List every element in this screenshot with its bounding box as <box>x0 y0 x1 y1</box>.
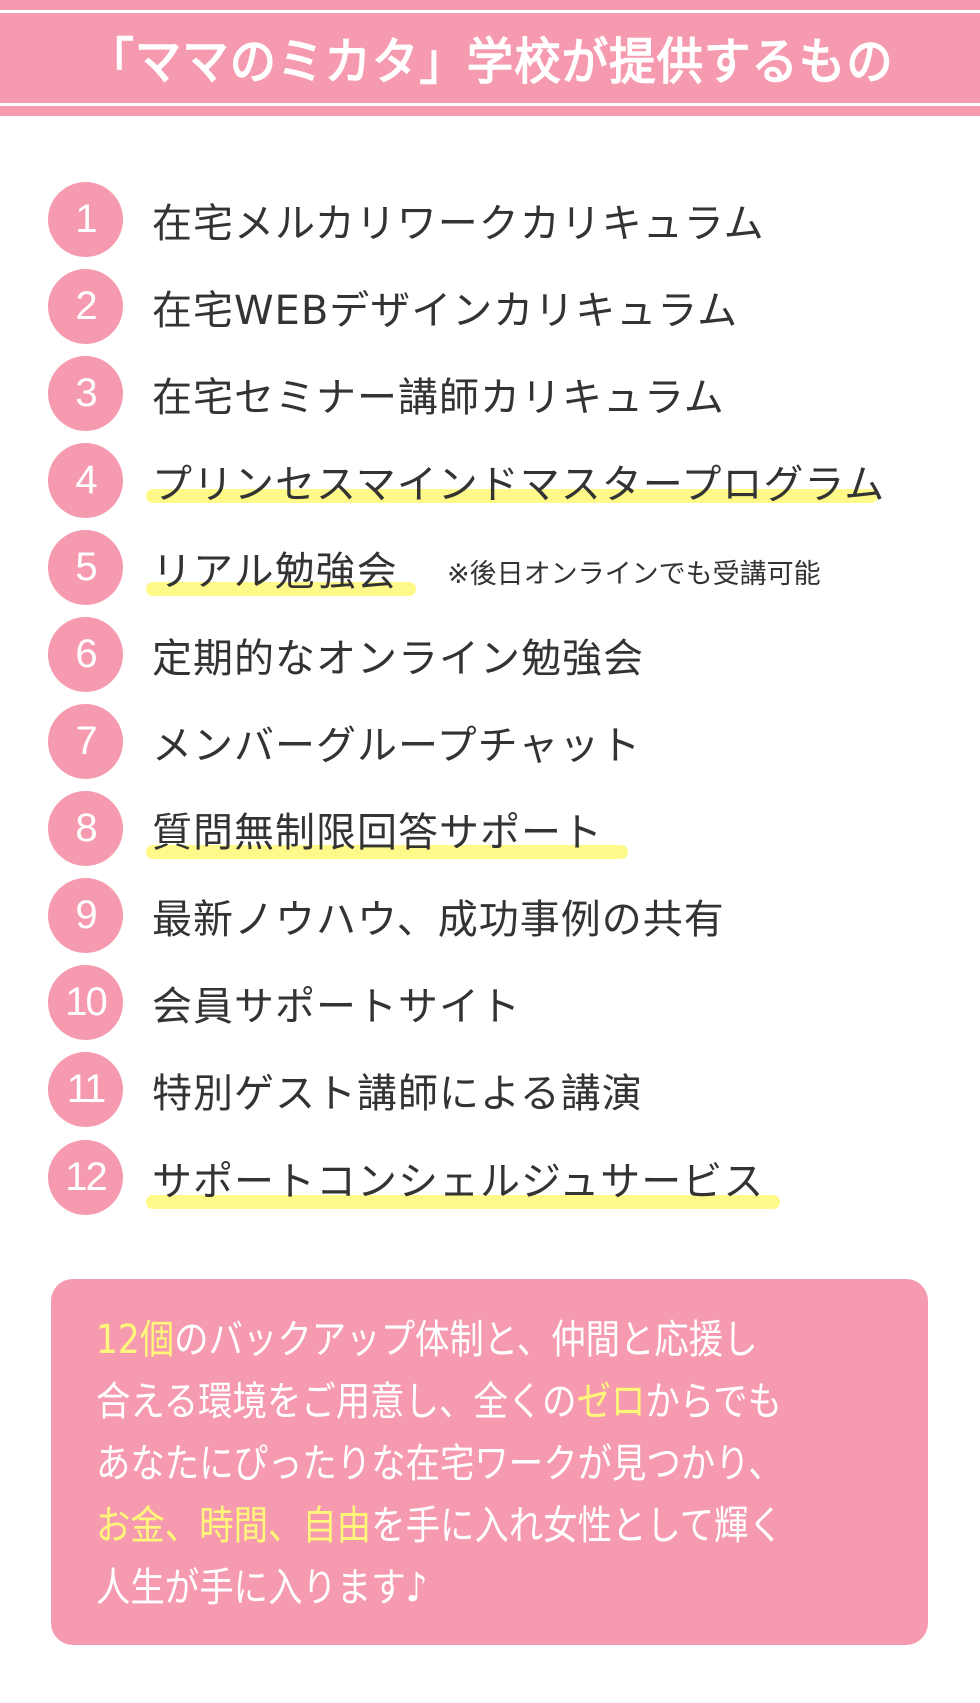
list-item: 9 最新ノウハウ、成功事例の共有 <box>0 878 980 954</box>
list-item: 3 在宅セミナー講師カリキュラム <box>0 356 980 432</box>
item-label: 質問無制限回答サポート <box>152 810 603 856</box>
list-item: 4 プリンセスマインドマスタープログラム <box>0 443 980 519</box>
number-badge: 6 <box>48 617 123 692</box>
list-item: 6 定期的なオンライン勉強会 <box>0 617 980 693</box>
item-label: 在宅WEBデザインカリキュラム <box>152 288 739 334</box>
number-badge: 8 <box>48 791 123 866</box>
item-label: 最新ノウハウ、成功事例の共有 <box>152 897 725 943</box>
item-label: サポートコンシェルジュサービス <box>152 1159 765 1205</box>
number-badge: 11 <box>48 1052 123 1127</box>
body-text: からでも <box>645 1379 782 1425</box>
number-badge: 1 <box>48 182 123 257</box>
list-item: 2 在宅WEBデザインカリキュラム <box>0 269 980 345</box>
emphasis-text: お金、時間、自由 <box>96 1503 372 1549</box>
body-text: を手に入れ女性として輝く <box>371 1503 783 1549</box>
summary-line-3: あなたにぴったりな在宅ワークが見つかり、 <box>96 1433 801 1495</box>
list-item: 1 在宅メルカリワークカリキュラム <box>0 182 980 258</box>
number-badge: 4 <box>48 443 123 518</box>
body-text: 人生が手に入ります♪ <box>96 1565 428 1611</box>
header-top-stripe <box>0 0 980 10</box>
number-badge: 2 <box>48 269 123 344</box>
number-badge: 10 <box>48 965 123 1040</box>
item-label: 在宅セミナー講師カリキュラム <box>152 375 725 421</box>
body-text: あなたにぴったりな在宅ワークが見つかり、 <box>96 1441 783 1487</box>
summary-text: 12個のバックアップ体制と、仲間と応援し 合える環境をご用意し、全くのゼロからで… <box>96 1309 916 1619</box>
summary-line-1: 12個のバックアップ体制と、仲間と応援し <box>96 1309 801 1371</box>
header-banner: 「ママのミカタ」学校が提供するもの <box>0 13 980 103</box>
emphasis-text: 12個 <box>96 1317 175 1363</box>
summary-line-5: 人生が手に入ります♪ <box>96 1557 801 1619</box>
highlight-marker <box>146 845 628 859</box>
list-item: 7 メンバーグループチャット <box>0 704 980 780</box>
highlight-marker <box>146 489 878 503</box>
item-label: 特別ゲスト講師による講演 <box>152 1071 643 1117</box>
list-item: 11 特別ゲスト講師による講演 <box>0 1052 980 1128</box>
number-badge: 9 <box>48 878 123 953</box>
body-text: のバックアップ体制と、仲間と応援し <box>174 1317 758 1363</box>
list-item: 12 サポートコンシェルジュサービス <box>0 1140 980 1216</box>
item-label: 会員サポートサイト <box>152 984 521 1030</box>
summary-line-2: 合える環境をご用意し、全くのゼロからでも <box>96 1371 801 1433</box>
item-note: ※後日オンラインでも受講可能 <box>447 559 821 590</box>
body-text: 合える環境をご用意し、全くの <box>96 1379 577 1425</box>
number-badge: 3 <box>48 356 123 431</box>
number-badge: 12 <box>48 1140 123 1215</box>
emphasis-text: ゼロ <box>576 1379 646 1425</box>
number-badge: 7 <box>48 704 123 779</box>
item-label: メンバーグループチャット <box>152 723 642 769</box>
item-label: 定期的なオンライン勉強会 <box>152 636 644 682</box>
list-item: 10 会員サポートサイト <box>0 965 980 1041</box>
item-label: リアル勉強会 <box>152 549 398 595</box>
item-label: プリンセスマインドマスタープログラム <box>152 462 886 508</box>
item-label: 在宅メルカリワークカリキュラム <box>152 201 765 247</box>
number-badge: 5 <box>48 530 123 605</box>
summary-box: 12個のバックアップ体制と、仲間と応援し 合える環境をご用意し、全くのゼロからで… <box>51 1279 928 1645</box>
summary-line-4: お金、時間、自由を手に入れ女性として輝く <box>96 1495 801 1557</box>
page-title: 「ママのミカタ」学校が提供するもの <box>86 33 894 91</box>
header-bottom-stripe <box>0 106 980 116</box>
list-item: 8 質問無制限回答サポート <box>0 791 980 867</box>
list-item: 5 リアル勉強会 ※後日オンラインでも受講可能 <box>0 530 980 606</box>
highlight-marker <box>146 582 416 596</box>
highlight-marker <box>146 1195 780 1209</box>
